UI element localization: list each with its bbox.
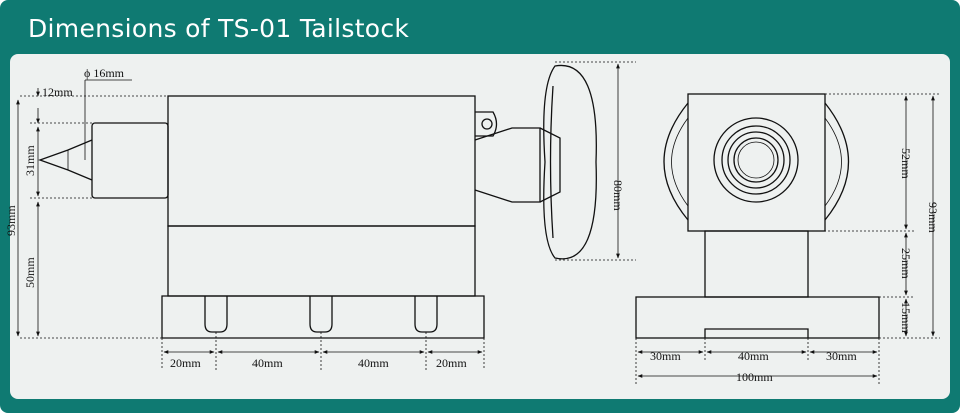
body-lower [167, 225, 476, 297]
dim-20mm-a: 20mm [170, 356, 201, 370]
dim-20mm-b: 20mm [436, 356, 467, 370]
handwheel [543, 64, 597, 260]
wheel-rim-right [824, 102, 850, 221]
dim-93mm-left: 93mm [4, 205, 18, 236]
front-base [635, 296, 880, 339]
front-block [687, 93, 826, 232]
dim-30mm-b: 30mm [826, 349, 857, 363]
dim-80mm: 80mm [611, 180, 625, 211]
base-slot-2 [309, 296, 333, 333]
base-slot-3 [414, 296, 438, 333]
quill [91, 122, 169, 199]
dim-12mm: 12mm [42, 85, 73, 99]
dim-52mm: 52mm [899, 148, 913, 179]
dim-31mm: 31mm [23, 145, 37, 176]
page-title: Dimensions of TS-01 Tailstock [28, 14, 410, 43]
dim-40mm-b: 40mm [358, 356, 389, 370]
hub [474, 127, 541, 203]
front-view: 52mm 25mm 15mm 93mm 30mm 40mm 30mm 100mm [635, 93, 940, 384]
dim-93mm-right: 93mm [926, 202, 940, 233]
dim-15mm: 15mm [899, 302, 913, 333]
dim-40mm-c: 40mm [738, 349, 769, 363]
body-upper [167, 95, 476, 227]
front-column [704, 230, 809, 298]
dim-40mm-a: 40mm [252, 356, 283, 370]
dim-phi16: ϕ 16mm [84, 66, 125, 80]
bore-outer [713, 117, 799, 203]
side-view: ϕ 16mm 12mm 31mm 93mm 50mm 80mm 20mm 40m… [4, 61, 636, 370]
dim-25mm: 25mm [899, 248, 913, 279]
wheel-rim-left [663, 102, 689, 221]
dim-100mm: 100mm [736, 370, 773, 384]
dim-50mm: 50mm [23, 257, 37, 288]
base-slot-1 [204, 296, 228, 333]
rear-lug [475, 111, 498, 137]
center-point [38, 139, 93, 181]
dim-30mm-a: 30mm [650, 349, 681, 363]
